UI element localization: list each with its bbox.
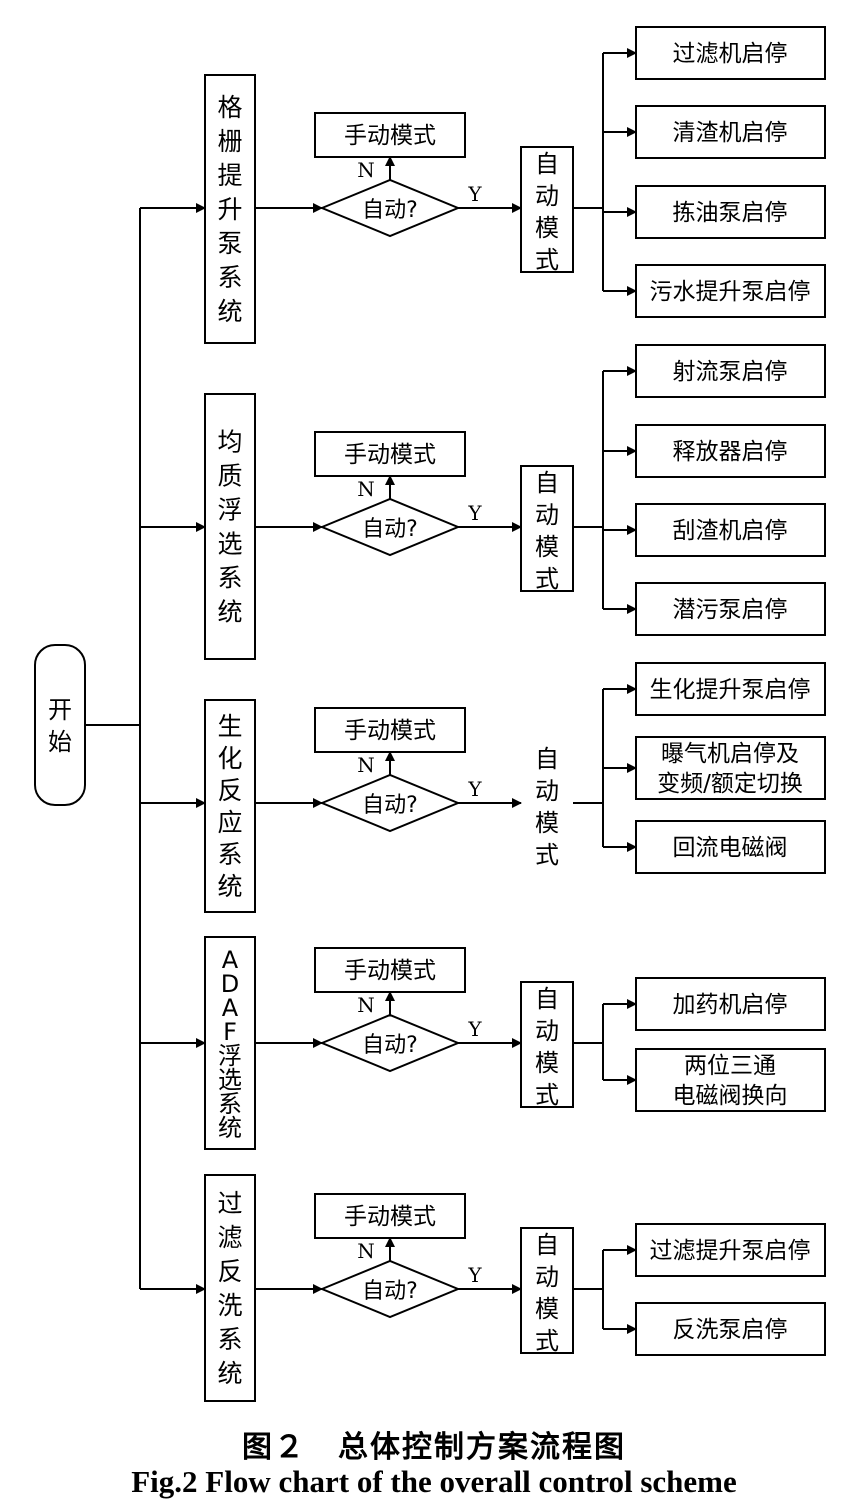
auto-mode-label: 自动模式 <box>535 150 559 274</box>
subsystem-label: 格栅提升泵系统 <box>217 93 242 326</box>
manual-mode-label: 手动模式 <box>344 958 436 984</box>
action-box <box>635 105 826 159</box>
auto-mode-box <box>520 1227 574 1354</box>
action-box <box>635 26 826 80</box>
yes-label: Y <box>467 777 482 801</box>
action-box <box>635 424 826 478</box>
action-box <box>635 1302 826 1356</box>
action-label: 曝气机启停及变频/额定切换 <box>657 741 803 797</box>
auto-mode-box <box>520 981 574 1108</box>
no-label: N <box>357 477 375 501</box>
action-label: 刮渣机启停 <box>673 518 788 544</box>
auto-mode-box <box>520 146 574 273</box>
manual-mode-box <box>314 431 466 477</box>
auto-mode-label: 自动模式 <box>535 1231 559 1355</box>
caption-chinese: 图２ 总体控制方案流程图 <box>242 1430 626 1465</box>
no-label: N <box>357 1239 375 1263</box>
action-label: 射流泵启停 <box>673 359 788 385</box>
manual-mode-label: 手动模式 <box>344 123 436 149</box>
auto-mode-label: 自动模式 <box>535 985 559 1109</box>
action-label: 回流电磁阀 <box>673 835 788 861</box>
action-box <box>635 977 826 1031</box>
action-box <box>635 662 826 716</box>
no-label: N <box>357 993 375 1017</box>
flowchart: 开始 格栅提升泵系统自动?手动模式NY自动模式过滤机启停清渣机启停拣油泵启停污水… <box>34 26 826 1402</box>
no-label: N <box>357 158 375 182</box>
yes-label: Y <box>467 1263 482 1287</box>
action-box <box>635 1223 826 1277</box>
caption-english: Fig.2 Flow chart of the overall control … <box>131 1464 737 1499</box>
subsystem-label: 均质浮选系统 <box>217 428 242 627</box>
yes-label: Y <box>467 501 482 525</box>
action-box <box>635 503 826 557</box>
decision-label: 自动? <box>362 1033 418 1058</box>
decision-label: 自动? <box>362 1279 418 1304</box>
decision-label: 自动? <box>362 517 418 542</box>
action-label: 潜污泵启停 <box>673 597 788 623</box>
action-label: 过滤机启停 <box>673 41 788 67</box>
auto-mode-box <box>520 465 574 592</box>
manual-mode-box <box>314 707 466 753</box>
manual-mode-box <box>314 947 466 993</box>
action-box <box>635 820 826 874</box>
subsystem-box <box>204 699 256 913</box>
subsystem-label: 过滤反洗系统 <box>217 1189 242 1388</box>
action-label: 过滤提升泵启停 <box>650 1238 811 1264</box>
action-box <box>635 344 826 398</box>
manual-mode-box <box>314 1193 466 1239</box>
manual-mode-label: 手动模式 <box>344 442 436 468</box>
action-label: 污水提升泵启停 <box>650 279 811 305</box>
subsystem-row: 生化反应系统 自动? 手动模式 N Y 自动模式 生化提升泵启停曝气机启停及变频/额定切换回… <box>140 662 826 913</box>
action-label: 反洗泵启停 <box>673 1317 788 1343</box>
action-label: 生化提升泵启停 <box>650 677 811 703</box>
subsystem-box <box>204 393 256 660</box>
yes-label: Y <box>467 1017 482 1041</box>
action-box <box>635 736 826 800</box>
action-label: 拣油泵启停 <box>673 200 788 226</box>
start-label: 开始 <box>48 696 72 756</box>
subsystem-row: 格栅提升泵系统 自动? 手动模式 N Y 自动模式 过滤机启停清渣机启停拣油泵启停污水提升泵… <box>140 26 826 344</box>
manual-mode-label: 手动模式 <box>344 1204 436 1230</box>
action-label: 释放器启停 <box>673 439 788 465</box>
manual-mode-label: 手动模式 <box>344 718 436 744</box>
no-label: N <box>357 753 375 777</box>
action-box <box>635 185 826 239</box>
action-box <box>635 264 826 318</box>
subsystem-label: 生化反应系统 <box>217 712 242 901</box>
subsystem-box <box>204 1174 256 1402</box>
decision-label: 自动? <box>362 198 418 223</box>
subsystem-box <box>204 936 256 1150</box>
decision-label: 自动? <box>362 793 418 818</box>
auto-mode-label: 自动模式 <box>535 745 559 869</box>
auto-mode-label: 自动模式 <box>535 469 559 593</box>
yes-label: Y <box>467 182 482 206</box>
start-node: 开始 <box>34 644 86 806</box>
action-label: 两位三通电磁阀换向 <box>673 1053 788 1109</box>
action-box <box>635 1048 826 1112</box>
action-label: 加药机启停 <box>673 992 788 1018</box>
action-label: 清渣机启停 <box>673 120 788 146</box>
action-box <box>635 582 826 636</box>
